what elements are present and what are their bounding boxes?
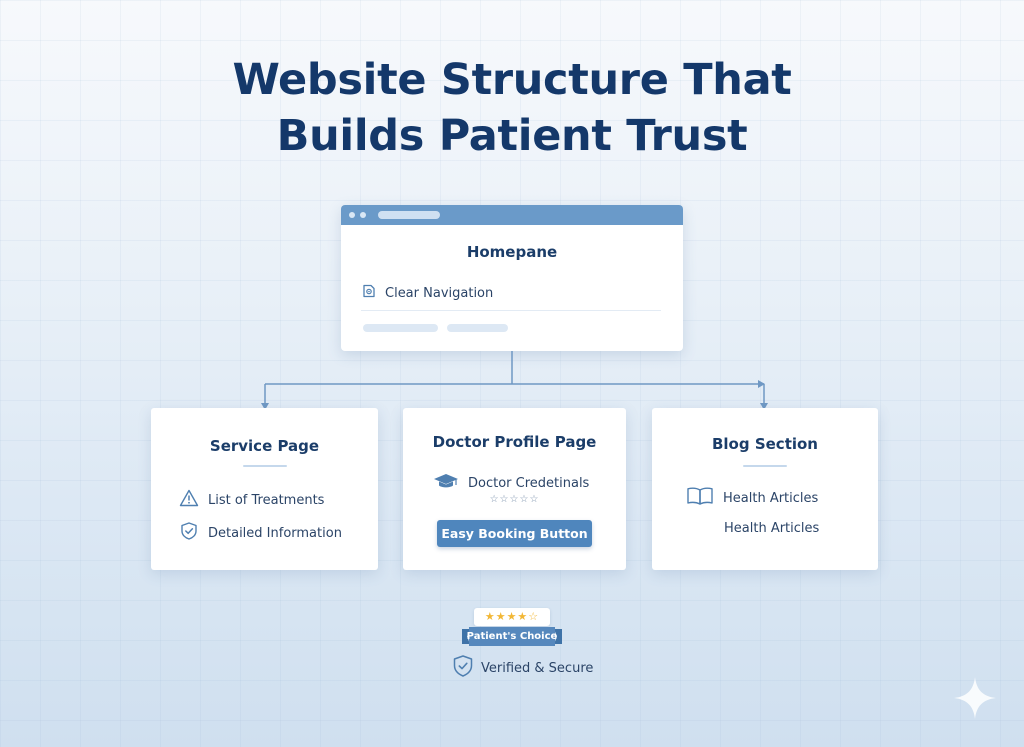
card-title: Service Page — [209, 437, 320, 455]
graduation-cap-icon — [433, 472, 459, 494]
url-bar — [378, 211, 440, 219]
divider — [361, 310, 661, 311]
star-rating: ☆☆☆☆☆ — [489, 494, 540, 505]
list-item-label: Health Articles — [724, 521, 820, 536]
browser-title-bar — [341, 205, 683, 225]
clear-navigation-row[interactable]: Clear Navigation — [361, 283, 493, 303]
shield-check-icon — [179, 521, 199, 545]
ribbon-banner — [462, 627, 562, 646]
list-item-label: Detailed Information — [208, 525, 342, 541]
page-title: Website Structure That Builds Patient Tr… — [0, 52, 1024, 164]
service-page-card[interactable]: Service Page List of Treatments Detailed… — [151, 408, 378, 570]
open-book-icon — [686, 486, 714, 510]
patients-choice-label: Patient's Choice — [466, 631, 558, 642]
blog-section-card[interactable]: Blog Section Health Articles Health Arti… — [652, 408, 878, 570]
list-item: Health Articles — [686, 486, 818, 510]
title-line-2: Builds Patient Trust — [276, 111, 748, 161]
list-item-label: Health Articles — [723, 490, 819, 506]
shield-check-icon — [452, 654, 474, 682]
alert-triangle-icon — [179, 489, 199, 511]
card-title: Blog Section — [711, 435, 818, 453]
easy-booking-button[interactable]: Easy Booking Button — [437, 520, 592, 547]
window-dot — [360, 212, 366, 218]
map-icon — [361, 283, 377, 303]
verified-secure-badge: Verified & Secure — [452, 654, 593, 682]
title-underline — [242, 465, 287, 467]
placeholder-pill — [363, 324, 438, 332]
list-item: Health Articles — [724, 521, 819, 536]
window-dot — [349, 212, 355, 218]
list-item: Doctor Credetinals — [433, 472, 589, 494]
title-line-1: Website Structure That — [232, 55, 792, 105]
verified-secure-label: Verified & Secure — [481, 660, 594, 676]
list-item: List of Treatments — [179, 489, 324, 511]
placeholder-pill — [447, 324, 508, 332]
card-title: Doctor Profile Page — [432, 433, 597, 451]
list-item: Detailed Information — [179, 521, 342, 545]
list-item-label: List of Treatments — [208, 492, 325, 508]
sparkle-icon — [954, 677, 996, 719]
star-rating-badge: ★★★★☆ — [474, 608, 550, 626]
title-underline — [743, 465, 787, 467]
homepage-window[interactable]: Homepane Clear Navigation — [341, 205, 683, 351]
homepage-title: Homepane — [466, 243, 558, 261]
doctor-profile-card[interactable]: Doctor Profile Page Doctor Credetinals ☆… — [403, 408, 626, 570]
clear-navigation-label: Clear Navigation — [385, 285, 494, 301]
list-item-label: Doctor Credetinals — [468, 475, 590, 491]
